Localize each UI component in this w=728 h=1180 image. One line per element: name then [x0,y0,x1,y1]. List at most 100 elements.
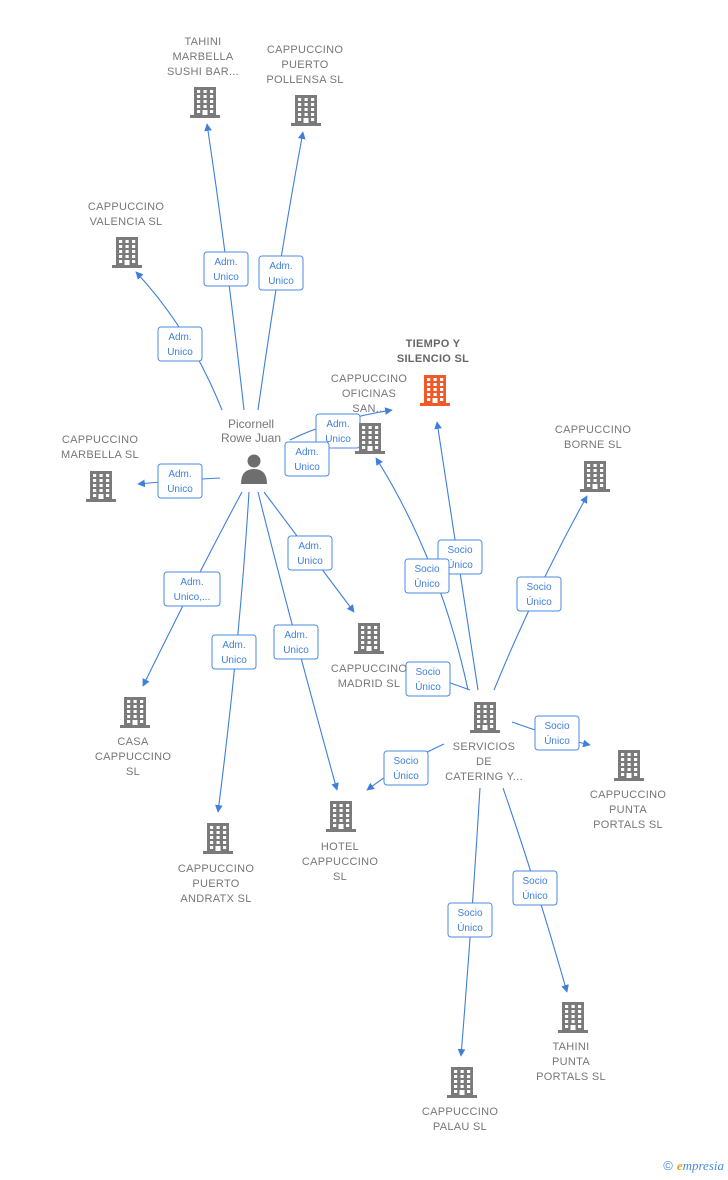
company-name: SAN... [352,403,386,415]
building-icon [291,95,321,126]
edge-label-text: Socio [415,667,440,678]
edge-label-box [258,255,304,291]
brand-footer[interactable]: ©empresia [663,1158,724,1174]
edge-labels-layer: Adm.UnicoAdm.UnicoAdm.UnicoAdm.UnicoAdm.… [157,251,580,938]
edge-label-text: Unico [221,655,247,666]
edge-label-box [534,715,580,751]
company-name: SL [126,766,140,778]
edge-label-text: Único [526,595,552,608]
edge-label-text: Unico [213,272,239,283]
edge-label-person-to-oficinas[interactable]: Adm. Unico [284,441,330,477]
company-name: CAPPUCCINO [302,856,378,868]
edge-label-text: Unico [297,556,323,567]
edge-label-text: Socio [544,721,569,732]
edge-label-text: Unico,... [174,592,211,603]
company-name: DE [476,756,492,768]
edge-label-person-to-valencia[interactable]: Adm.Unico [157,326,203,362]
company-name: TIEMPO Y [406,338,461,350]
company-node-oficinas[interactable]: CAPPUCCINOOFICINASSAN... [331,373,407,454]
edge-label-person-to-casa[interactable]: Adm. Unico,... [163,571,221,607]
edge-label-text: Socio [526,582,551,593]
edge-label-text: Adm. [180,577,203,588]
building-icon [355,423,385,454]
company-node-pollensa[interactable]: CAPPUCCINO PUERTO POLLENSA SL [266,44,343,126]
building-icon [420,375,450,406]
company-name: CATERING Y... [445,771,523,783]
edge-label-text: Adm. [222,640,245,651]
company-name: POLLENSA SL [266,74,343,86]
edge-label-text: Unico [294,462,320,473]
edge-label-box [203,251,249,287]
edge-label-text: Socio [457,908,482,919]
building-icon [120,697,150,728]
edge-label-text: Único [447,558,473,571]
edge-label-text: Adm. [326,419,349,430]
edge-label-text: Adm. [214,257,237,268]
company-name: SL [333,871,347,883]
building-icon [558,1002,588,1033]
person-name: Rowe Juan [221,431,281,445]
company-name: ANDRATX SL [180,893,251,905]
company-name: PUNTA [609,804,647,816]
company-name: TAHINI [552,1041,589,1053]
edge-label-person-to-madrid[interactable]: Adm.Unico [287,535,333,571]
edge-label-box [447,902,493,938]
company-name: CAPPUCCINO [88,201,164,213]
company-name: MARBELLA SL [61,449,139,461]
edge-label-box [211,634,257,670]
edge-label-text: Socio [447,545,472,556]
building-icon [86,471,116,502]
edge-label-text: Único [414,577,440,590]
edge-label-box [404,558,450,594]
edge-label-box [405,661,451,697]
company-name: PALAU SL [433,1121,487,1133]
brand-initial: e [676,1158,683,1173]
company-name: MADRID SL [338,678,401,690]
building-icon [190,87,220,118]
edge-label-person-to-hotel[interactable]: Adm.Unico [273,624,319,660]
edge-label-text: Único [522,889,548,902]
edge-label-person-to-pollensa[interactable]: Adm.Unico [258,255,304,291]
company-node-servicios[interactable]: SERVICIOS DE CATERING Y... [445,702,523,783]
edge-label-text: Adm. [168,469,191,480]
edge-label-box [284,441,330,477]
edge-label-person-to-tahini_marbella[interactable]: Adm. Unico [203,251,249,287]
company-name: CAPPUCCINO [95,751,171,763]
company-name: CAPPUCCINO [267,44,343,56]
edge-label-person-to-andratx[interactable]: Adm. Unico [211,634,257,670]
edge-label-box [157,326,203,362]
company-name: SERVICIOS [453,741,515,753]
company-name: CAPPUCCINO [555,424,631,436]
edge-label-box [163,571,221,607]
edge-label-box [383,750,429,786]
edge-label-text: Adm. [295,447,318,458]
edge-label-text: Unico [167,347,193,358]
edge-label-person-to-marbella[interactable]: Adm.Unico [157,463,203,499]
edge-label-text: Socio [414,564,439,575]
building-icon [203,823,233,854]
company-name: PUERTO [281,59,328,71]
company-name: OFICINAS [342,388,396,400]
